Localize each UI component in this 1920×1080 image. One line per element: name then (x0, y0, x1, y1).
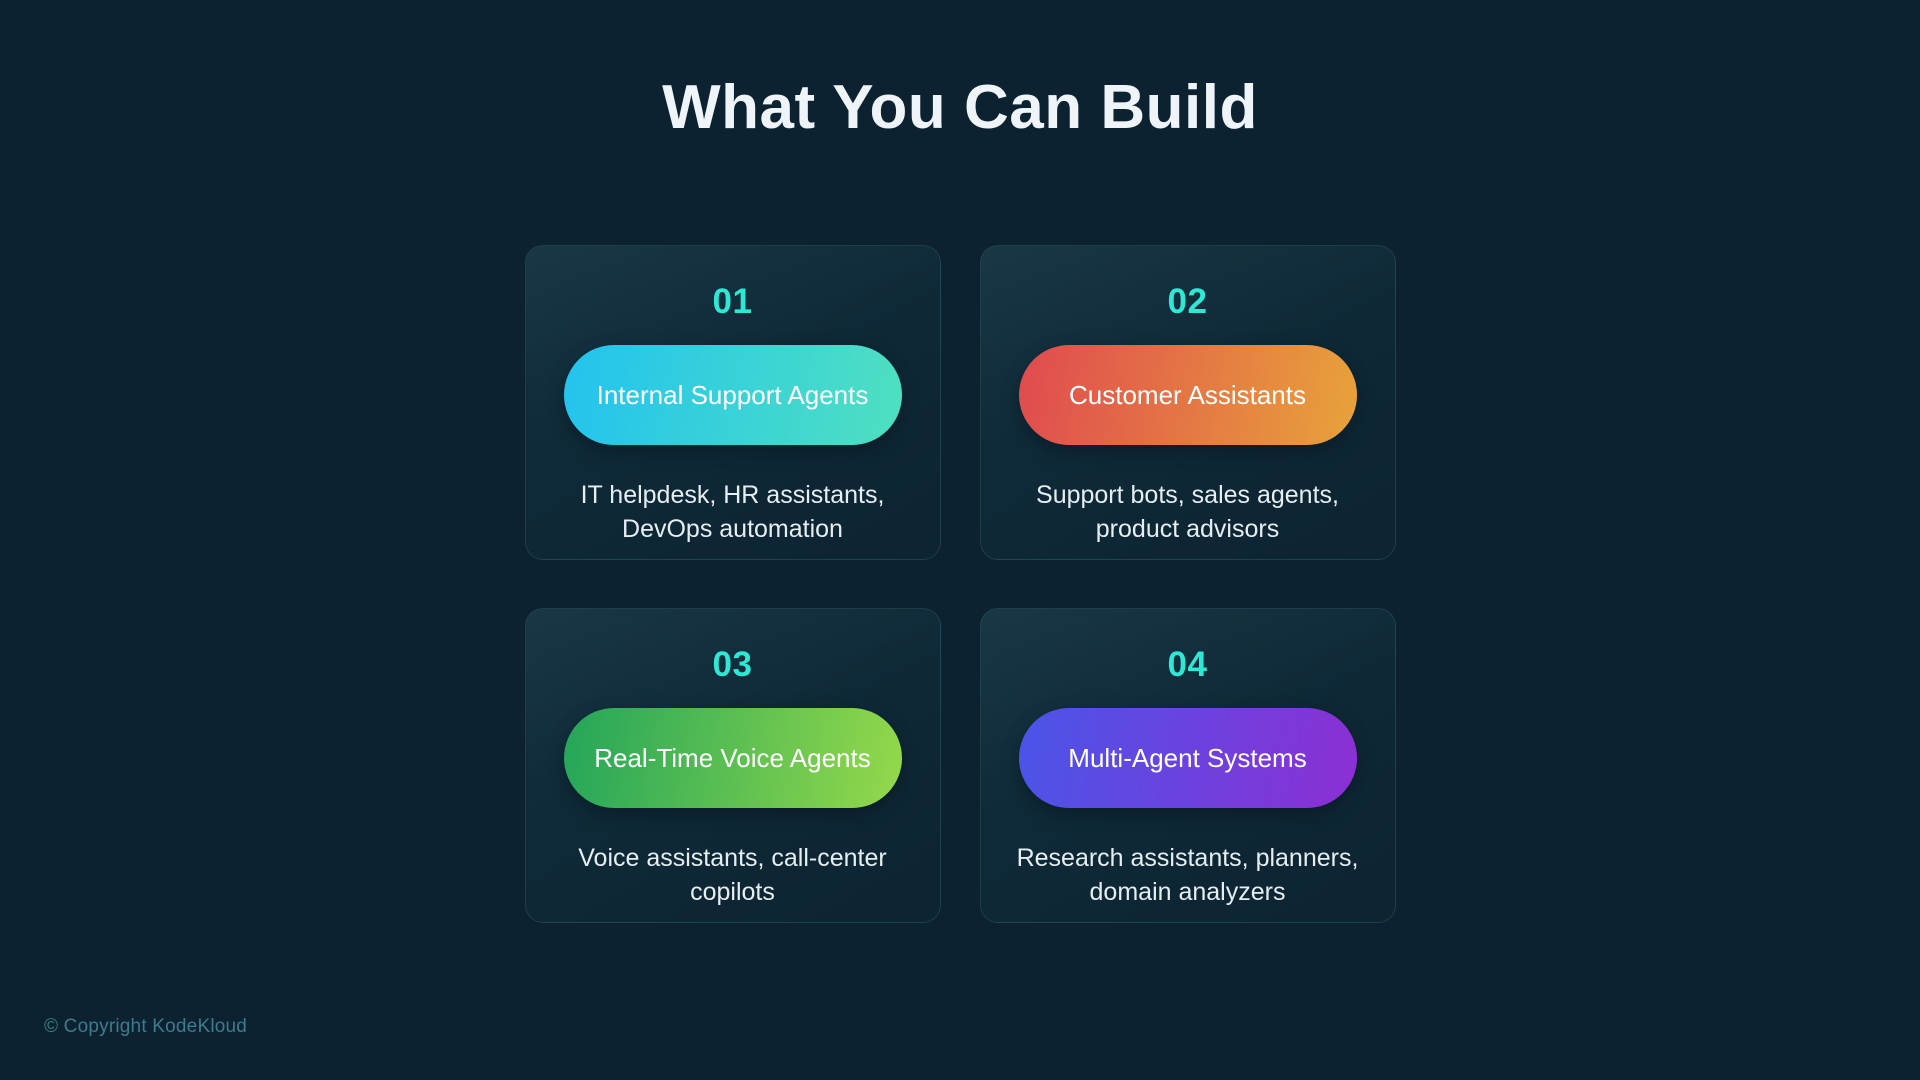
card-number: 02 (1167, 282, 1208, 322)
card-pill-label[interactable]: Multi-Agent Systems (1018, 708, 1357, 809)
card-01[interactable]: 01 Internal Support Agents IT helpdesk, … (524, 245, 941, 561)
card-pill-label[interactable]: Customer Assistants (1018, 345, 1357, 446)
card-03[interactable]: 03 Real-Time Voice Agents Voice assistan… (524, 608, 941, 924)
card-04[interactable]: 04 Multi-Agent Systems Research assistan… (979, 608, 1396, 924)
card-description: Voice assistants, call-center copilots (578, 844, 887, 907)
card-description: Support bots, sales agents, product advi… (1036, 481, 1339, 544)
page-title: What You Can Build (662, 73, 1258, 142)
card-description: IT helpdesk, HR assistants, DevOps autom… (580, 481, 885, 544)
card-pill-label[interactable]: Real-Time Voice Agents (563, 708, 902, 809)
card-number: 04 (1167, 645, 1208, 685)
card-grid: 01 Internal Support Agents IT helpdesk, … (524, 245, 1396, 924)
card-number: 03 (712, 645, 753, 685)
card-description: Research assistants, planners, domain an… (1016, 844, 1359, 907)
card-number: 01 (712, 282, 753, 322)
card-02[interactable]: 02 Customer Assistants Support bots, sal… (979, 245, 1396, 561)
card-pill-label[interactable]: Internal Support Agents (563, 345, 902, 446)
footer-copyright: © Copyright KodeKloud (44, 1016, 248, 1037)
